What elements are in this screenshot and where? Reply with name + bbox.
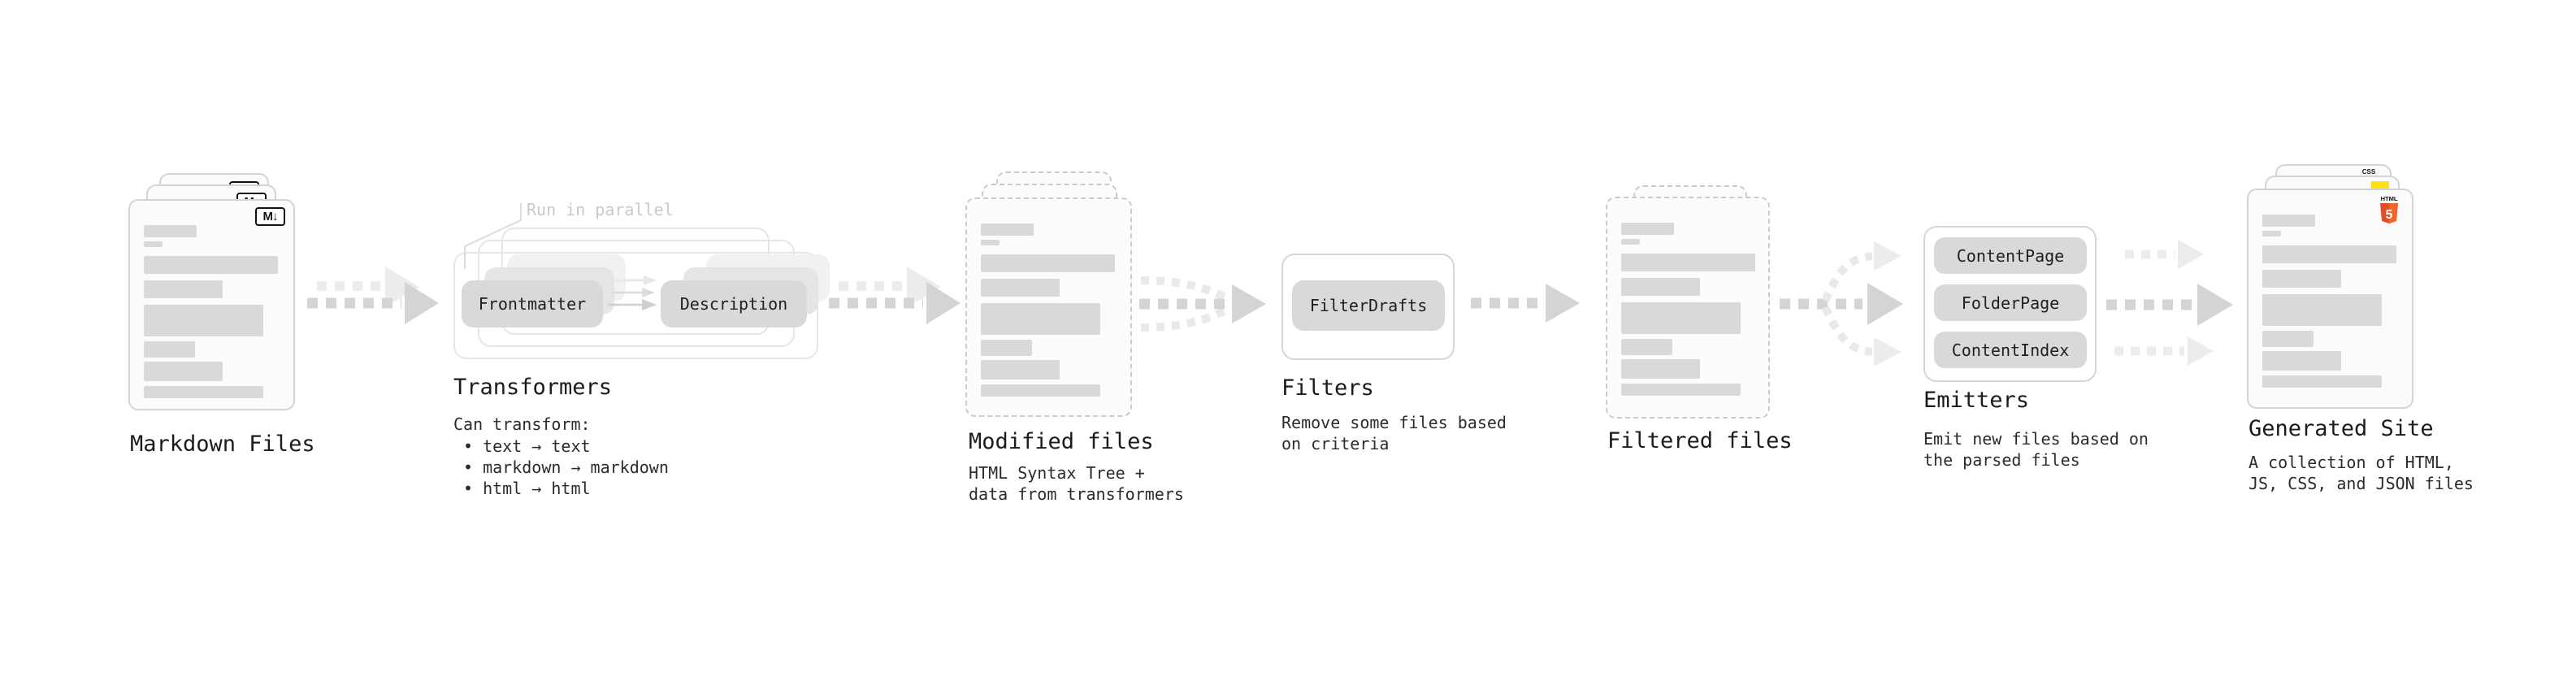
text-line-bar bbox=[981, 303, 1100, 335]
text-line-bar bbox=[1621, 278, 1700, 296]
text-line-bar bbox=[1621, 239, 1640, 245]
arrow-head bbox=[405, 282, 439, 324]
markdown-files-label: Markdown Files bbox=[130, 432, 315, 457]
arrows-emitters-to-site bbox=[2106, 240, 2233, 366]
text-line-bar bbox=[1621, 223, 1674, 235]
emitters-subtitle: the parsed files bbox=[1923, 450, 2080, 470]
text-line-bar bbox=[981, 340, 1032, 356]
text-line-bar bbox=[2262, 245, 2396, 263]
html5-icon-label: HTML bbox=[2381, 195, 2398, 202]
arrow-markdown-to-transformers bbox=[307, 267, 439, 324]
arrow-head-ghost bbox=[385, 267, 419, 307]
diverge-curve-top bbox=[1821, 252, 1873, 303]
frontmatter-transformer-pill: Frontmatter bbox=[462, 280, 603, 327]
text-line-bar bbox=[981, 384, 1100, 397]
text-line-bar bbox=[1621, 384, 1741, 396]
arrow-head bbox=[2197, 284, 2233, 326]
text-line-bar bbox=[981, 254, 1115, 272]
arrow-head-ghost bbox=[907, 267, 941, 307]
filtered-file-card-front bbox=[1606, 197, 1770, 419]
text-line-bar bbox=[2262, 215, 2315, 227]
css-icon-label: CSS bbox=[2361, 168, 2376, 176]
filters-subtitle: Remove some files based bbox=[1281, 413, 1507, 432]
arrow-transformers-to-modified bbox=[829, 267, 961, 324]
html5-icon: HTML 5 bbox=[2380, 195, 2398, 223]
transformers-bullet: • text → text bbox=[463, 436, 591, 456]
text-line-bar bbox=[2262, 231, 2281, 236]
markdown-icon: M↓ bbox=[255, 207, 285, 226]
text-line-bar bbox=[144, 241, 163, 247]
arrow-head bbox=[1232, 284, 1266, 323]
modified-files-label: Modified files bbox=[969, 429, 1154, 454]
text-line-bar bbox=[2262, 331, 2314, 347]
generated-site-subtitle: A collection of HTML, bbox=[2249, 453, 2454, 472]
text-line-bar bbox=[144, 256, 278, 274]
text-line-bar bbox=[981, 240, 1000, 245]
run-in-parallel-annotation: Run in parallel bbox=[527, 200, 674, 219]
text-line-bar bbox=[144, 225, 197, 237]
html5-shield-right bbox=[2389, 203, 2398, 223]
transformers-label: Transformers bbox=[453, 375, 613, 400]
text-line-bar bbox=[2262, 351, 2341, 371]
javascript-icon bbox=[2371, 181, 2389, 189]
filterdrafts-pill: FilterDrafts bbox=[1292, 280, 1445, 331]
site-file-card-html: HTML 5 bbox=[2247, 189, 2413, 409]
arrow-head-ghost bbox=[2178, 240, 2204, 269]
filters-subtitle: on criteria bbox=[1281, 434, 1390, 453]
transformers-bullet: • markdown → markdown bbox=[463, 458, 669, 477]
modified-files-subtitle: data from transformers bbox=[969, 484, 1184, 504]
text-line-bar bbox=[2262, 294, 2382, 326]
emitters-subtitle: Emit new files based on bbox=[1923, 429, 2149, 449]
filtered-files-label: Filtered files bbox=[1607, 428, 1793, 453]
html5-icon-number: 5 bbox=[2386, 208, 2393, 222]
arrow-head-ghost bbox=[1874, 337, 1902, 367]
text-line-bar bbox=[144, 305, 263, 336]
text-line-bar bbox=[2262, 270, 2341, 288]
folderpage-emitter-pill: FolderPage bbox=[1934, 284, 2087, 321]
text-line-bar bbox=[981, 279, 1060, 297]
text-line-bar bbox=[1621, 302, 1741, 334]
arrow-head bbox=[1867, 283, 1903, 325]
text-line-bar bbox=[144, 280, 223, 298]
contentindex-emitter-pill: ContentIndex bbox=[1934, 332, 2087, 368]
modified-files-subtitle: HTML Syntax Tree + bbox=[969, 463, 1145, 483]
text-line-bar bbox=[1621, 254, 1755, 271]
text-line-bar bbox=[1621, 339, 1672, 355]
text-line-bar bbox=[1621, 359, 1700, 379]
transformers-caption: Can transform: bbox=[453, 414, 591, 434]
arrow-head bbox=[926, 282, 961, 324]
text-line-bar bbox=[981, 360, 1060, 380]
text-line-bar bbox=[981, 223, 1034, 236]
contentpage-emitter-pill: ContentPage bbox=[1934, 237, 2087, 274]
emitters-label: Emitters bbox=[1923, 388, 2030, 413]
arrow-filtered-to-emitters-diverge bbox=[1780, 241, 1903, 367]
diverge-curve-bottom bbox=[1821, 305, 1873, 356]
arrow-head-ghost bbox=[2188, 336, 2214, 366]
modified-file-card-front bbox=[965, 197, 1132, 417]
arrow-filters-to-filtered bbox=[1471, 284, 1580, 323]
text-line-bar bbox=[2262, 375, 2382, 388]
converge-curve-bottom bbox=[1140, 304, 1233, 332]
converge-curve-top bbox=[1140, 276, 1233, 304]
arrow-modified-to-filters-converge bbox=[1139, 276, 1266, 332]
arrow-head bbox=[1546, 284, 1580, 323]
transformers-bullet: • html → html bbox=[463, 479, 591, 498]
generated-site-label: Generated Site bbox=[2249, 416, 2434, 441]
text-line-bar bbox=[144, 386, 263, 398]
filters-label: Filters bbox=[1281, 375, 1374, 401]
arrow-head-ghost bbox=[1874, 241, 1902, 271]
generated-site-subtitle: JS, CSS, and JSON files bbox=[2249, 474, 2474, 493]
text-line-bar bbox=[144, 341, 195, 358]
text-line-bar bbox=[144, 362, 223, 381]
description-transformer-pill: Description bbox=[661, 280, 807, 327]
markdown-file-card-front: M↓ bbox=[128, 199, 295, 410]
